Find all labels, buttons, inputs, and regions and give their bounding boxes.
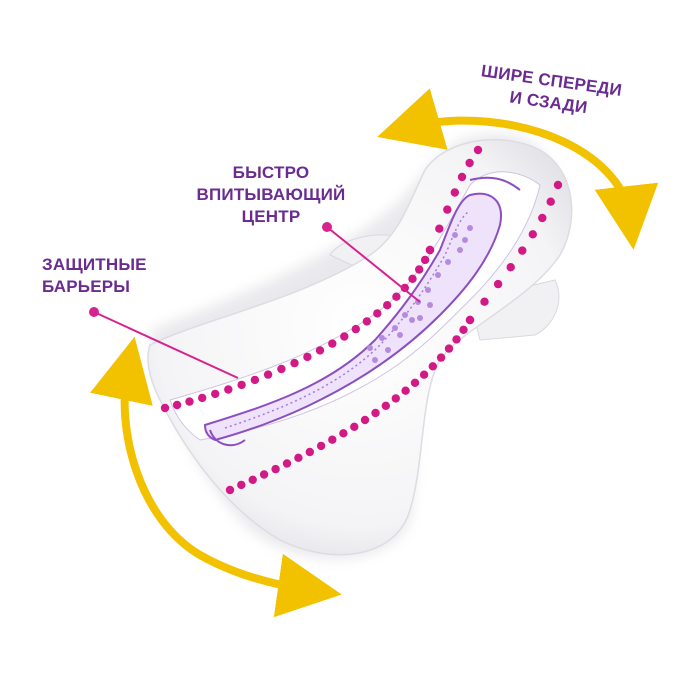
barrier-dot-lower [506,263,515,272]
barrier-dot-lower [419,370,429,379]
label-center-line2: ВПИТЫВАЮЩИЙ [196,185,346,204]
label-barriers-line1: ЗАЩИТНЫЕ [42,255,147,274]
barrier-dot-lower [294,453,303,462]
barrier-dot-upper [362,317,372,326]
barrier-dot-lower [305,447,314,457]
barrier-dot-lower [465,315,475,325]
barrier-dot-lower [391,394,400,403]
barrier-dot-lower [444,344,454,353]
barrier-dot-lower [381,401,390,410]
barrier-dot-upper [328,339,337,348]
label-absorbent-center: БЫСТРО ВПИТЫВАЮЩИЙ ЦЕНТР [196,162,346,228]
wider-front-arrow [377,88,659,250]
barrier-dot-lower [518,246,527,255]
barrier-dot-lower [360,415,370,425]
barrier-dot-lower [328,435,337,444]
barrier-dot-upper [435,224,444,233]
barrier-dot-upper [351,324,360,334]
pointer-barriers [89,307,239,379]
barrier-dot-upper [224,385,233,394]
barrier-dot-upper [473,145,483,155]
barrier-dot-lower [271,464,280,474]
barrier-dot-lower [480,297,489,306]
barrier-dot-upper [277,364,286,374]
barrier-dot-lower [528,230,537,239]
barrier-dot-lower [282,459,292,468]
barrier-dot-lower [225,485,235,495]
wider-back-arrow [90,336,342,618]
label-center-line3: ЦЕНТР [241,207,301,226]
barrier-dot-upper [160,403,170,413]
barrier-dot-upper [415,265,424,274]
barrier-dot-lower [248,475,257,484]
barrier-dot-upper [250,375,260,385]
barrier-dot-lower [538,213,547,223]
label-barriers-line2: БАРЬЕРЫ [42,277,131,296]
barrier-dot-upper [290,358,299,368]
barrier-dot-lower [316,441,326,451]
barrier-dot-upper [185,397,194,406]
barrier-dot-lower [459,325,468,334]
barrier-dot-lower [410,378,420,387]
barrier-dot-upper [198,393,207,403]
barrier-dot-lower [259,470,269,479]
barrier-dot-lower [452,335,461,344]
barrier-dot-upper [303,352,312,362]
barrier-dot-upper [425,245,435,255]
barrier-dot-lower [339,429,348,438]
barrier-dot-upper [237,380,246,390]
barrier-dot-lower [428,362,437,371]
pointer-center [322,222,421,303]
barrier-dot-upper [383,301,392,310]
barrier-dot-lower [553,180,563,190]
barrier-dot-upper [315,346,325,355]
barrier-dot-upper [340,332,349,341]
barrier-dot-upper [420,255,430,265]
barrier-dot-lower [493,279,503,289]
barrier-dot-lower [350,422,359,431]
barrier-dot-upper [373,309,382,318]
barrier-dot-upper [263,370,273,379]
barrier-dot-lower [436,353,446,362]
barrier-dot-upper [400,283,409,293]
barrier-dot-upper [172,400,182,410]
barrier-dot-upper [465,158,474,168]
label-protective-barriers: ЗАЩИТНЫЕ БАРЬЕРЫ [42,254,147,298]
barrier-dot-upper [211,389,220,399]
label-center-line1: БЫСТРО [232,163,310,182]
barrier-dot-upper [392,292,401,301]
barrier-dot-upper [450,188,459,197]
barrier-dot-lower [401,386,410,395]
barrier-dot-lower [371,408,380,418]
barrier-dot-lower [237,480,246,490]
barrier-dot-upper [443,205,452,214]
barrier-dot-upper [457,172,467,182]
barrier-dot-upper [408,274,417,283]
barrier-dot-lower [546,197,555,206]
